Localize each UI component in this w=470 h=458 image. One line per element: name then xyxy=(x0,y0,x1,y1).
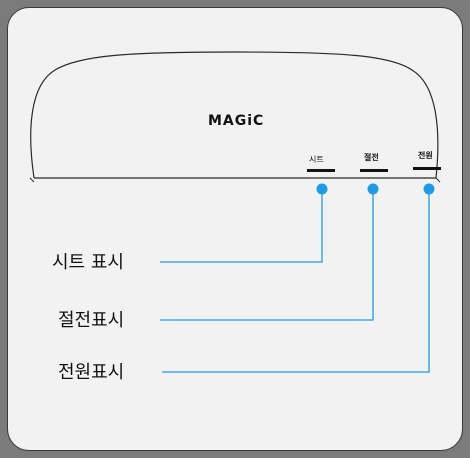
indicator-label-seat: 시트 xyxy=(309,155,324,164)
callout-power-save-indicator: 절전표시 xyxy=(58,310,125,331)
device-body-outline xyxy=(30,51,439,179)
callout-power-indicator: 전원표시 xyxy=(58,362,125,383)
indicator-bar-seat xyxy=(307,169,335,172)
led-power xyxy=(423,183,435,195)
device-base-tick-left xyxy=(29,177,35,183)
led-power-save xyxy=(367,183,379,195)
callout-seat-indicator: 시트 표시 xyxy=(52,252,124,273)
brand-logo: MAGiC xyxy=(208,113,265,129)
indicator-label-power-save: 절전 xyxy=(364,153,379,162)
indicator-label-power: 전원 xyxy=(418,151,433,160)
leader-line-power xyxy=(162,189,430,373)
device-base-tick-right xyxy=(435,177,441,183)
leader-line-seat xyxy=(160,189,323,263)
leader-line-power-save xyxy=(160,189,374,321)
diagram-panel xyxy=(7,7,463,451)
indicator-bar-power-save xyxy=(360,169,388,172)
led-seat xyxy=(316,183,328,195)
indicator-bar-power xyxy=(413,167,441,170)
